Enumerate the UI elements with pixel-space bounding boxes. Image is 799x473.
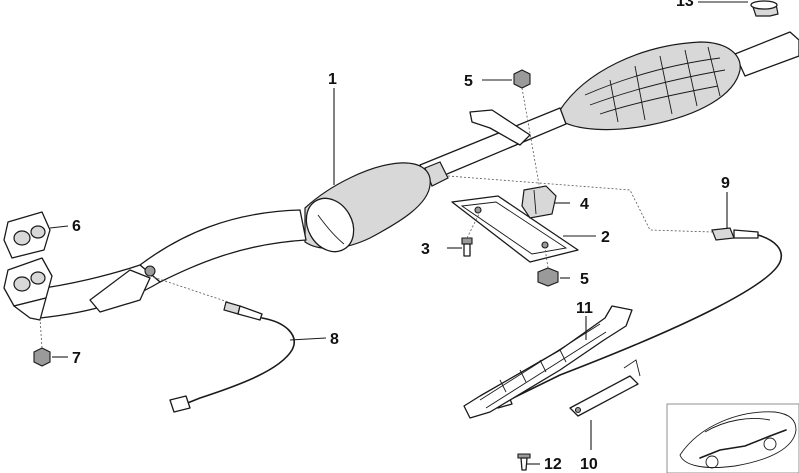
part-3-bolt xyxy=(461,237,473,257)
callout-4: 4 xyxy=(580,196,589,213)
part-10-wire-clip xyxy=(569,359,641,417)
callout-12: 12 xyxy=(544,456,562,473)
part-middle-pipe xyxy=(419,107,567,187)
part-5-nut-bottom xyxy=(537,267,559,287)
callout-8: 8 xyxy=(330,331,339,348)
part-6-gasket xyxy=(3,211,51,259)
callout-3: 3 xyxy=(421,241,430,258)
part-rear-catalytic-converter xyxy=(559,31,799,131)
callout-10: 10 xyxy=(580,456,598,473)
callout-13: 13 xyxy=(676,0,694,10)
part-11-wire-bracket xyxy=(463,305,633,419)
callout-6: 6 xyxy=(72,218,81,235)
part-13-clamp xyxy=(750,0,779,17)
vehicle-location-inset xyxy=(666,403,799,473)
part-manifold-flange xyxy=(3,257,53,321)
part-4-rubber-mount xyxy=(521,185,557,219)
part-12-screw xyxy=(517,453,531,471)
callout-2: 2 xyxy=(601,229,610,246)
callout-9: 9 xyxy=(721,175,730,192)
part-7-nut xyxy=(33,347,51,367)
callout-5-top: 5 xyxy=(464,73,473,90)
callout-leaders xyxy=(49,1,748,465)
callout-7: 7 xyxy=(72,350,81,367)
part-5-nut-top xyxy=(513,69,531,89)
part-1-front-pipe-catalytic-converter xyxy=(29,162,431,319)
callout-5-bottom: 5 xyxy=(580,271,589,288)
callout-1: 1 xyxy=(328,71,337,88)
callout-11: 11 xyxy=(576,300,593,317)
part-8-oxygen-sensor xyxy=(169,301,295,413)
callout-labels: 1 2 3 4 5 5 6 7 8 9 10 11 12 13 xyxy=(72,0,730,473)
part-2-bracket xyxy=(451,195,579,263)
reference-lines xyxy=(39,87,713,349)
